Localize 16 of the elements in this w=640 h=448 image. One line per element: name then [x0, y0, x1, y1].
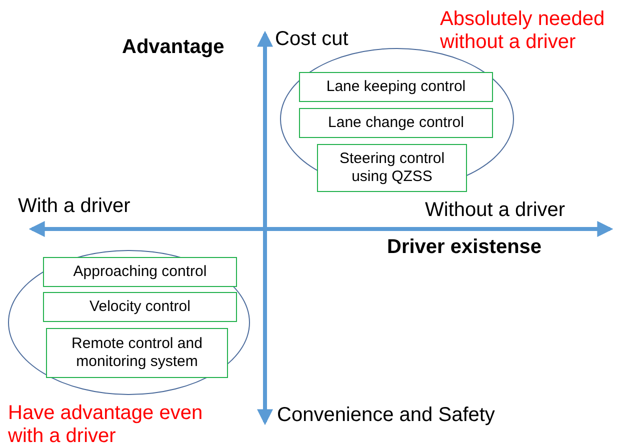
group-ellipse [280, 48, 514, 190]
process-box: Approaching control [43, 257, 237, 287]
process-box: Velocity control [43, 292, 237, 322]
process-box: Remote control and monitoring system [46, 328, 228, 378]
group-ellipse [8, 250, 250, 395]
process-box: Steering control using QZSS [317, 144, 467, 192]
axis-title: Driver existense [387, 236, 542, 259]
axis-label: Convenience and Safety [277, 404, 495, 427]
process-box: Lane keeping control [299, 72, 493, 102]
process-box: Lane change control [299, 108, 493, 138]
axis-label: Without a driver [425, 199, 566, 222]
note: Absolutely needed without a driver [440, 8, 606, 54]
axis-label: Cost cut [275, 28, 348, 51]
note: Have advantage even with a driver [8, 402, 204, 448]
axis-title: Advantage [122, 36, 224, 59]
axis-label: With a driver [18, 195, 130, 218]
